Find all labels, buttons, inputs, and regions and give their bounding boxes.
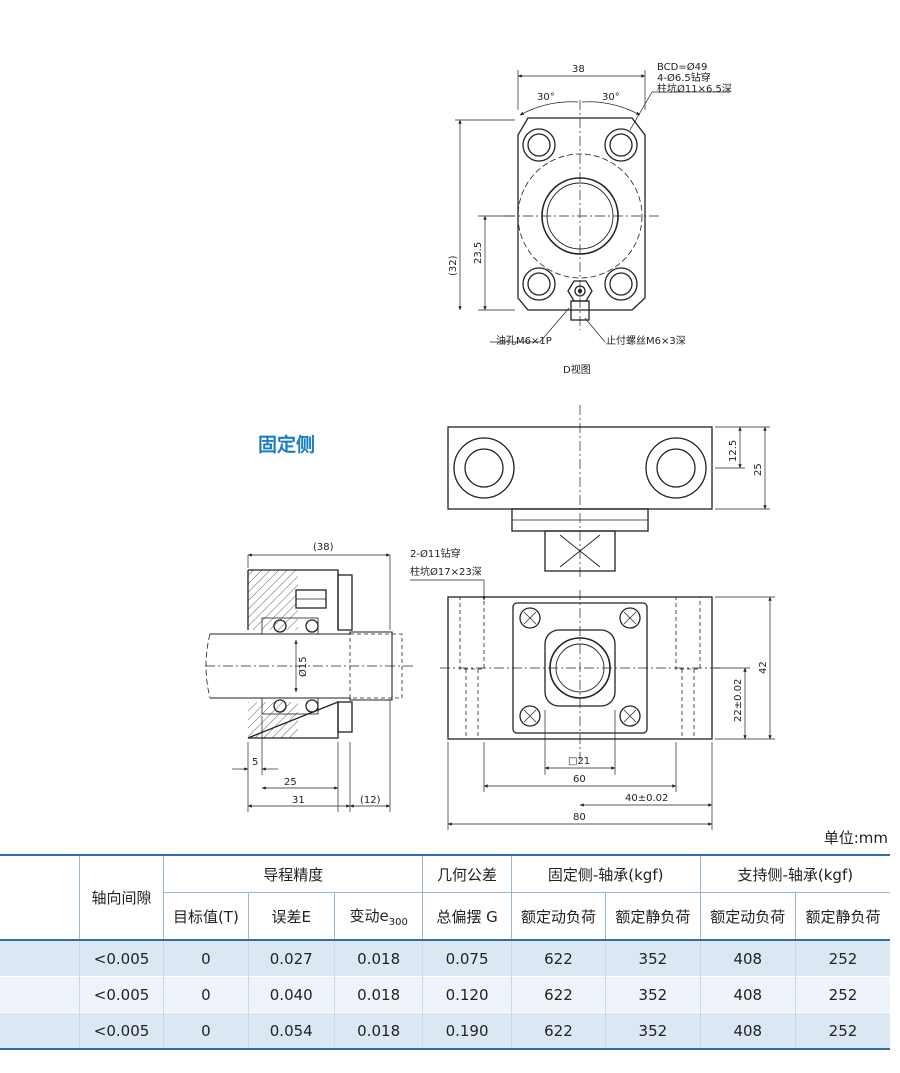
- header-fixed-static: 额定静负荷: [605, 892, 701, 940]
- d-dim-32: (32): [448, 255, 459, 276]
- spec-table: 轴向间隙 导程精度 几何公差 固定侧-轴承(kgf) 支持侧-轴承(kgf) 目…: [0, 854, 890, 1050]
- front-dim-60: 60: [573, 774, 586, 785]
- side-view-labels: (38) Ø15 5 25 31 (12): [252, 542, 381, 806]
- cell-fixed-dynamic: 622: [511, 1012, 607, 1049]
- front-note-counterbore: 柱坑Ø17×23深: [410, 565, 482, 578]
- cell-error: 0.054: [248, 1012, 335, 1049]
- header-support-static: 额定静负荷: [805, 907, 881, 926]
- header-target: 目标值(T): [163, 892, 249, 940]
- side-dim-12: (12): [360, 795, 381, 806]
- header-blank: [0, 855, 80, 941]
- cell-runout: 0.075: [422, 940, 512, 977]
- technical-drawing: 38 30° 30° BCD=Ø49 4-Ø6.5钻穿 柱坑Ø11×6.5深 2…: [205, 61, 775, 830]
- header-error: 误差E: [248, 892, 335, 940]
- front-dim-22: 22±0.02: [733, 679, 744, 722]
- cell-fixed-dynamic: 622: [511, 940, 607, 977]
- top-dim-25: 25: [753, 463, 764, 476]
- front-view: [410, 579, 775, 830]
- d-view-bolt-holes: [522, 128, 638, 301]
- d-note-bcd: BCD=Ø49: [657, 61, 707, 73]
- header-fixed-bearing: 固定侧-轴承(kgf): [511, 855, 701, 893]
- row-blank: [0, 940, 80, 977]
- d-dim-38: 38: [572, 64, 585, 75]
- cell-target: 0: [163, 1012, 249, 1049]
- table-row: <0.005 0 0.027 0.018 0.075 622 352 408 2…: [0, 940, 890, 977]
- cell-error: 0.027: [248, 940, 335, 977]
- unit-label: 单位:mm: [823, 829, 888, 847]
- side-dim-5: 5: [252, 757, 258, 768]
- top-view: [447, 405, 770, 580]
- cell-support-static: 252: [828, 1021, 858, 1040]
- d-note-counterbore: 柱坑Ø11×6.5深: [657, 82, 732, 95]
- cell-variation: 0.018: [334, 1012, 424, 1049]
- top-view-labels: 12.5 25: [728, 440, 764, 476]
- d-view-body: [517, 117, 646, 311]
- d-set-screw-label: 止付螺丝M6×3深: [606, 334, 686, 347]
- table-row: <0.005 0 0.040 0.018 0.120 622 352 408 2…: [0, 976, 890, 1013]
- row-blank: [0, 976, 80, 1013]
- d-dim-23-5: 23.5: [473, 242, 484, 264]
- header-axial-clearance: 轴向间隙: [79, 855, 165, 941]
- header-geometric-tolerance: 几何公差: [422, 855, 512, 893]
- header-fixed-dynamic: 额定动负荷: [511, 892, 607, 940]
- cell-support-dynamic: 408: [700, 976, 797, 1013]
- cell-support-static: 252: [828, 949, 858, 968]
- d-view-bore: [541, 177, 619, 255]
- cell-axial: <0.005: [79, 1012, 165, 1049]
- front-view-labels: 2-Ø11钻穿 柱坑Ø17×23深 42 22±0.02 □21 60 40±0…: [410, 547, 769, 823]
- front-note-drill: 2-Ø11钻穿: [410, 547, 461, 560]
- d-view-labels: 38 30° 30° BCD=Ø49 4-Ø6.5钻穿 柱坑Ø11×6.5深 2…: [448, 61, 732, 376]
- table-row: <0.005 0 0.054 0.018 0.190 622 352 408 2…: [0, 1012, 890, 1049]
- top-dim-12-5: 12.5: [728, 440, 739, 462]
- d-note-drill: 4-Ø6.5钻穿: [657, 71, 711, 84]
- header-variation: 变动e300: [334, 892, 424, 940]
- cell-target: 0: [163, 976, 249, 1013]
- cell-target: 0: [163, 940, 249, 977]
- front-dim-80: 80: [573, 812, 586, 823]
- cell-variation: 0.018: [334, 940, 424, 977]
- cell-support-dynamic: 408: [700, 1012, 797, 1049]
- cell-axial: <0.005: [79, 976, 165, 1013]
- d-angle-right: 30°: [602, 92, 620, 103]
- header-lead-accuracy: 导程精度: [163, 855, 424, 893]
- side-dim-25: 25: [284, 777, 297, 788]
- cell-variation: 0.018: [334, 976, 424, 1013]
- side-dim-31: 31: [292, 795, 305, 806]
- row-blank: [0, 1012, 80, 1049]
- oil-hole-fitting: [567, 280, 593, 321]
- cell-runout: 0.190: [422, 1012, 512, 1049]
- cell-runout: 0.120: [422, 976, 512, 1013]
- header-support-dynamic: 额定动负荷: [700, 892, 797, 940]
- cell-axial: <0.005: [79, 940, 165, 977]
- cell-support-static: 252: [828, 985, 858, 1004]
- header-runout: 总偏摆 G: [422, 892, 512, 940]
- cell-fixed-static: 352: [605, 1012, 701, 1049]
- side-section-view: [205, 553, 415, 812]
- d-view-caption: D视图: [563, 363, 591, 376]
- d-view: [455, 70, 730, 343]
- front-bolt-holes: [519, 607, 641, 727]
- side-dim-38: (38): [313, 542, 334, 553]
- cell-error: 0.040: [248, 976, 335, 1013]
- cell-support-dynamic: 408: [700, 940, 797, 977]
- front-dim-42: 42: [758, 661, 769, 674]
- front-dim-40: 40±0.02: [625, 793, 668, 804]
- d-oil-hole-label: 油孔M6×1P: [496, 334, 552, 347]
- header-support-bearing: 支持侧-轴承(kgf): [700, 855, 890, 893]
- side-dim-d15: Ø15: [297, 656, 309, 677]
- cell-fixed-static: 352: [605, 976, 701, 1013]
- cell-fixed-dynamic: 622: [511, 976, 607, 1013]
- section-title: 固定侧: [258, 434, 316, 456]
- d-angle-left: 30°: [537, 92, 555, 103]
- cell-fixed-static: 352: [605, 940, 701, 977]
- front-dim-sq21: □21: [568, 756, 590, 767]
